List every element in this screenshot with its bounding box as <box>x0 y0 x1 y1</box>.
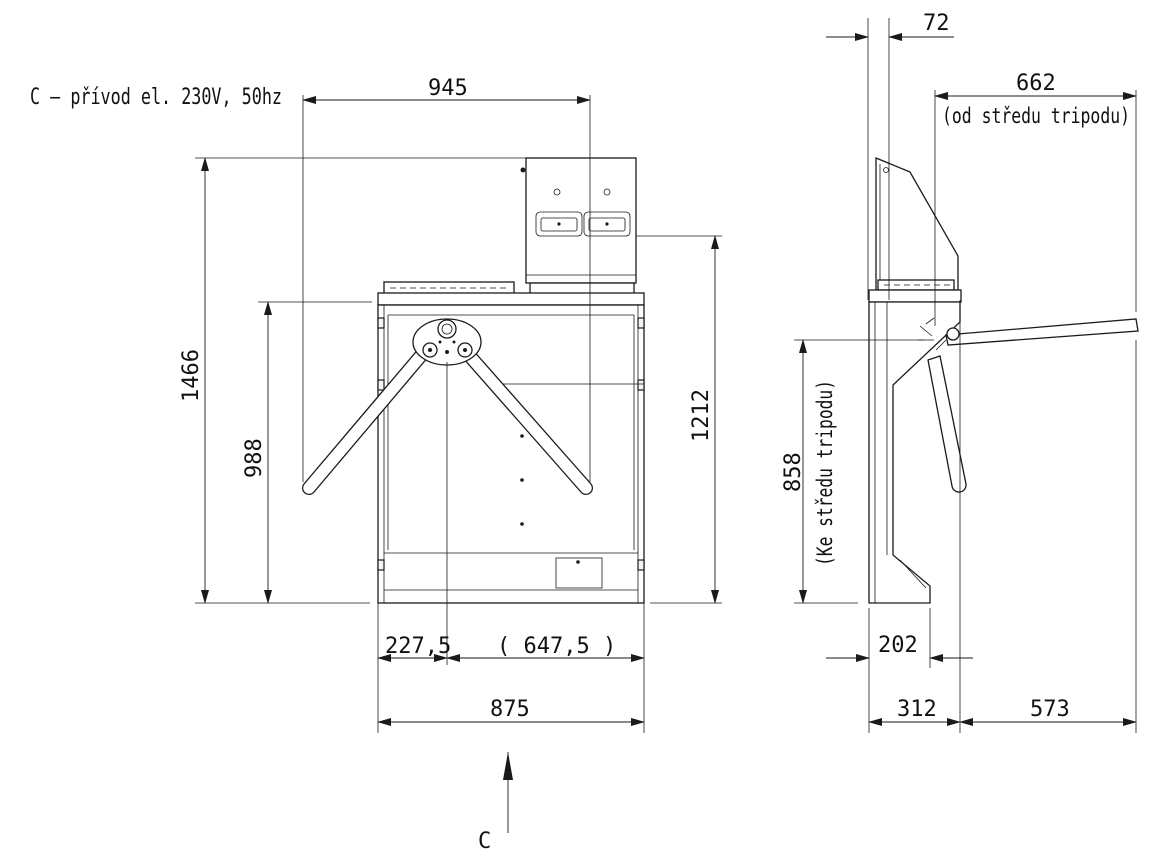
dim-1466: 1466 <box>179 349 204 402</box>
dim-312: 312 <box>897 697 937 722</box>
side-view <box>868 157 1139 604</box>
tripod-hub <box>412 318 482 366</box>
dim-662-note: (od středu tripodu) <box>942 104 1130 128</box>
dim-647-5: ( 647,5 ) <box>497 634 616 659</box>
dim-858: 858 <box>781 452 806 492</box>
control-box <box>520 157 637 305</box>
dim-945: 945 <box>428 76 468 101</box>
dim-72: 72 <box>923 11 950 36</box>
dim-573: 573 <box>1030 697 1070 722</box>
front-dimensions: 945 1466 988 1212 227,5 ( 647,5 ) 875 C <box>179 76 722 854</box>
tripod-arms <box>301 338 594 496</box>
dim-1212: 1212 <box>689 389 714 442</box>
dim-202: 202 <box>878 633 918 658</box>
dim-875: 875 <box>490 697 530 722</box>
top-grille <box>383 281 515 295</box>
dim-858-note: (Ke středu tripodu) <box>813 380 837 566</box>
dim-662: 662 <box>1016 71 1056 96</box>
side-dimensions: 72 662 (od středu tripodu) 858 (Ke střed… <box>781 11 1137 733</box>
front-view <box>301 157 645 604</box>
power-supply-note: C – přívod el. 230V, 50hz <box>30 85 282 110</box>
section-mark-c: C <box>478 829 491 854</box>
dim-227-5: 227,5 <box>385 634 451 659</box>
dim-988: 988 <box>242 438 267 478</box>
